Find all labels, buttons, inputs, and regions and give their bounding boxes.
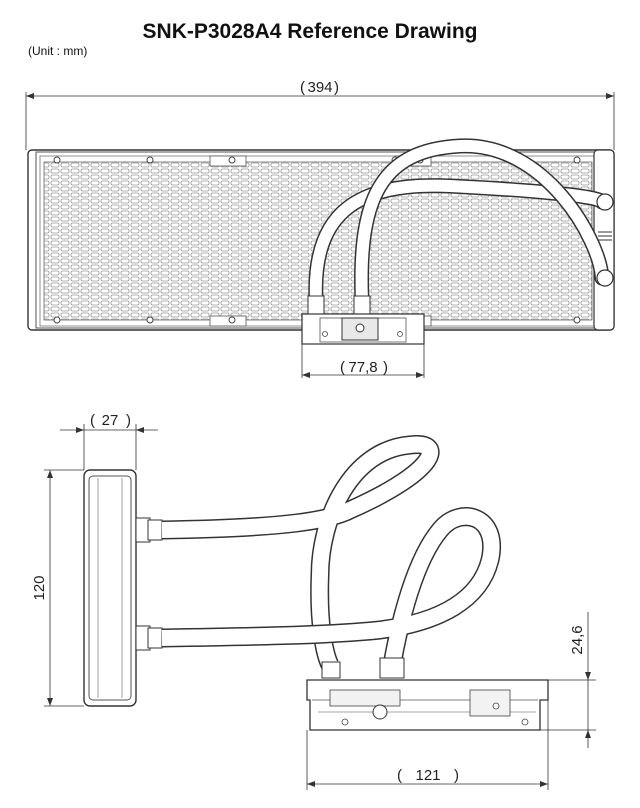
dim-label-77-8: 77,8 <box>348 359 377 376</box>
dimension-pump-width: 77,8 <box>301 344 425 378</box>
dim-label-120: 120 <box>31 575 48 600</box>
svg-text:): ) <box>126 412 131 429</box>
dimension-pump-height: 24,6 <box>540 612 596 748</box>
drawing-title: SNK-P3028A4 Reference Drawing <box>142 20 478 43</box>
svg-text:(: ( <box>300 79 305 96</box>
tubes-top <box>307 138 614 315</box>
svg-text:(: ( <box>90 412 95 429</box>
radiator-fittings <box>135 517 163 651</box>
unit-note: (Unit : mm) <box>28 44 88 58</box>
side-view: 27 120 <box>31 412 596 790</box>
pump-block-top <box>301 313 425 345</box>
svg-text:): ) <box>454 767 459 784</box>
svg-text:(: ( <box>340 359 345 376</box>
top-view: 394 <box>25 79 615 378</box>
dimension-top-width: 394 <box>25 79 615 150</box>
svg-text:): ) <box>383 359 388 376</box>
dimension-side-height: 120 <box>31 469 84 707</box>
dim-label-394: 394 <box>307 79 332 96</box>
svg-text:(: ( <box>397 767 402 784</box>
radiator-side <box>83 469 137 707</box>
dim-label-27: 27 <box>102 412 119 429</box>
pump-side <box>306 657 549 731</box>
dimension-bottom-width: 121 <box>306 700 549 790</box>
dim-label-121: 121 <box>415 767 440 784</box>
tubes-side <box>161 434 502 670</box>
dimension-brackets: () () () () <box>90 79 459 784</box>
dim-label-24-6: 24,6 <box>569 625 586 654</box>
dimension-side-thickness: 27 <box>60 412 158 470</box>
svg-text:): ) <box>334 79 339 96</box>
